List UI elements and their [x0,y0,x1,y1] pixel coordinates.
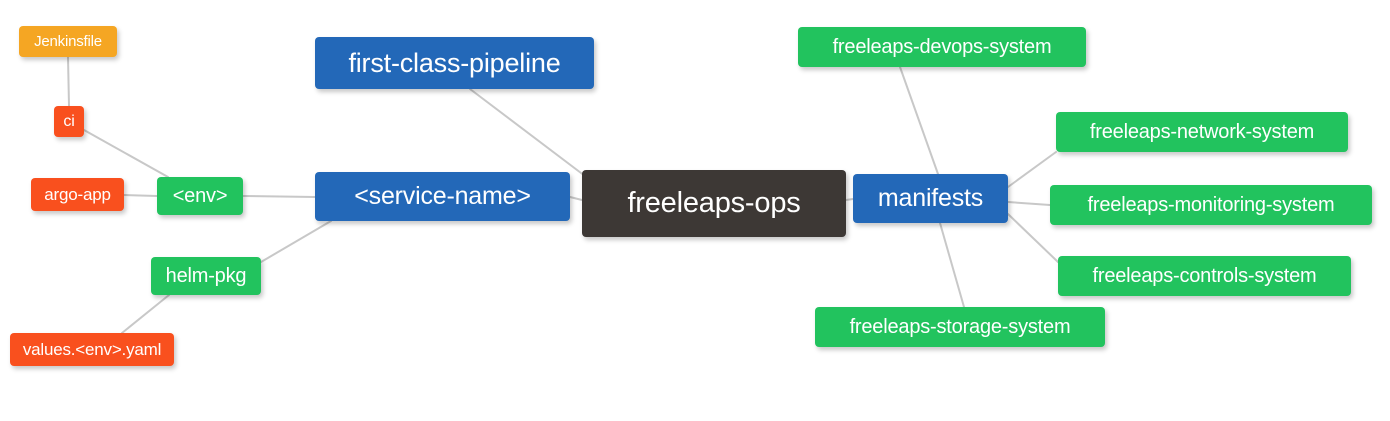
node-label: values.<env>.yaml [22,340,162,359]
edge-freeleaps-ops-to-first-class-pipeline [469,88,586,177]
edge-manifests-to-freeleaps-storage-system [939,222,965,308]
node-freeleaps-network-system[interactable]: freeleaps-network-system [1056,112,1348,152]
node-label: ci [63,112,75,130]
edge-manifests-to-freeleaps-monitoring-system [1007,201,1051,206]
node-label: freeleaps-network-system [1089,121,1315,143]
node-label: first-class-pipeline [348,47,561,78]
edge-ci-to-jenkinsfile [67,56,70,107]
node-label: argo-app [44,185,111,204]
node-freeleaps-storage-system[interactable]: freeleaps-storage-system [815,307,1105,347]
node-label: freeleaps-ops [627,187,801,219]
node-first-class-pipeline[interactable]: first-class-pipeline [315,37,594,89]
node-label: manifests [877,184,984,212]
edge-manifests-to-freeleaps-devops-system [899,66,939,175]
node-service-name[interactable]: <service-name> [315,172,570,221]
node-env[interactable]: <env> [157,177,243,215]
node-label: Jenkinsfile [34,33,102,50]
node-values-env-yaml[interactable]: values.<env>.yaml [10,333,174,366]
edge-env-to-ci [83,129,169,178]
node-label: helm-pkg [165,265,247,287]
node-label: freeleaps-storage-system [849,316,1071,338]
edge-service-name-to-env [242,195,316,198]
node-ci[interactable]: ci [54,106,84,137]
edge-manifests-to-freeleaps-network-system [1007,151,1057,188]
node-freeleaps-ops[interactable]: freeleaps-ops [582,170,846,237]
node-freeleaps-devops-system[interactable]: freeleaps-devops-system [798,27,1086,67]
node-helm-pkg[interactable]: helm-pkg [151,257,261,295]
node-label: <env> [172,185,228,207]
edge-service-name-to-helm-pkg [260,220,332,263]
node-argo-app[interactable]: argo-app [31,178,124,211]
node-jenkinsfile[interactable]: Jenkinsfile [19,26,117,57]
edge-freeleaps-ops-to-manifests [845,198,854,201]
node-label: freeleaps-monitoring-system [1087,194,1335,216]
node-freeleaps-monitoring-system[interactable]: freeleaps-monitoring-system [1050,185,1372,225]
edge-env-to-argo-app [123,194,158,197]
node-freeleaps-controls-system[interactable]: freeleaps-controls-system [1058,256,1351,296]
node-label: freeleaps-devops-system [832,36,1052,58]
node-label: freeleaps-controls-system [1092,265,1317,287]
node-label: <service-name> [354,182,531,210]
edge-helm-pkg-to-values-env-yaml [121,294,170,334]
node-manifests[interactable]: manifests [853,174,1008,223]
edge-freeleaps-ops-to-service-name [569,196,583,201]
